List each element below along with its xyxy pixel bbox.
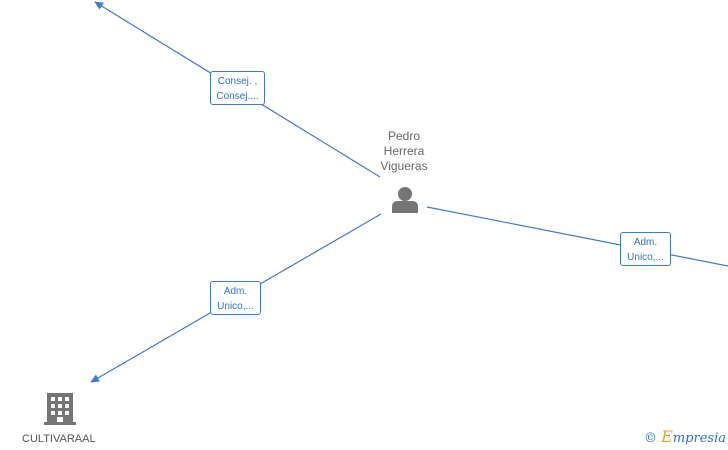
brand-initial: E — [661, 427, 673, 446]
edge-label-line2: Consej.... — [216, 91, 259, 102]
copyright-symbol: © — [644, 431, 658, 446]
edge-label-right[interactable]: Adm. Unico,... — [620, 232, 671, 266]
edge-label-line2: Unico,... — [217, 301, 254, 312]
edge-label-line2: Unico,... — [627, 252, 664, 263]
person-name-line1: Pedro — [387, 129, 421, 143]
edge-line-right — [426, 206, 728, 267]
person-name[interactable]: Pedro Herrera Vigueras — [365, 129, 443, 174]
building-icon[interactable] — [44, 393, 76, 425]
edge-label-bottom-left[interactable]: Adm. Unico,... — [210, 281, 261, 315]
company-name[interactable]: CULTIVARAAL — [22, 433, 96, 445]
person-name-line3: Vigueras — [380, 159, 428, 173]
edge-label-top-left[interactable]: Consej. , Consej.... — [210, 71, 265, 105]
brand-name: mpresia — [672, 431, 726, 446]
edge-label-line1: Adm. — [223, 286, 248, 297]
person-name-line2: Herrera — [383, 144, 425, 158]
edge-label-line1: Consej. , — [217, 76, 258, 87]
person-icon[interactable] — [392, 187, 418, 213]
edge-label-line1: Adm. — [633, 237, 658, 248]
empresia-logo[interactable]: © Empresia — [644, 427, 726, 446]
